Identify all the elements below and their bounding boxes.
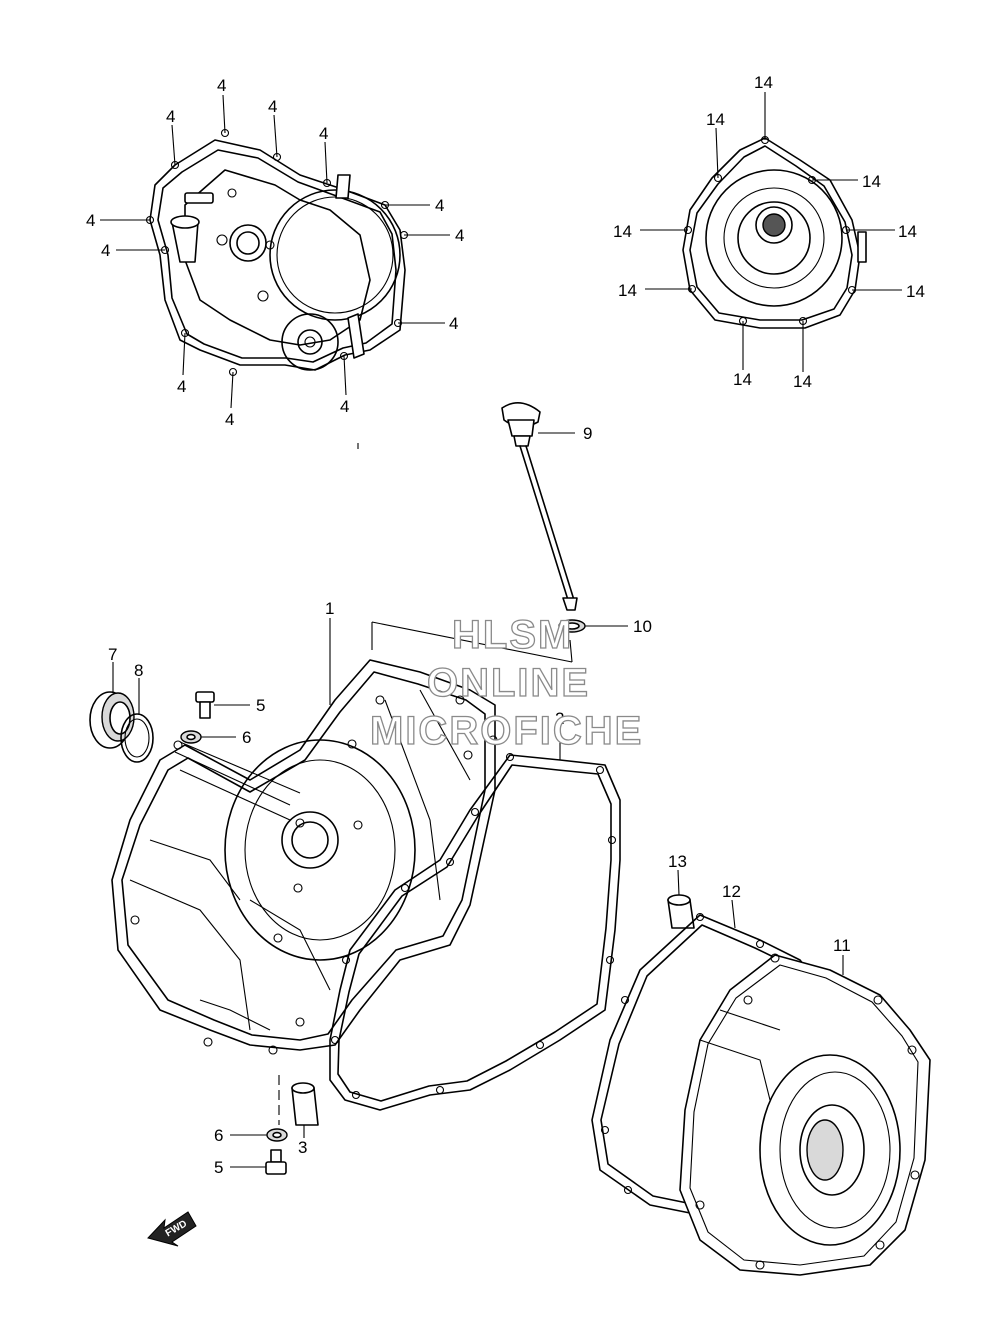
callout-14: 14 xyxy=(706,110,725,129)
generator-cover-gasket xyxy=(682,135,867,329)
callout-14: 14 xyxy=(754,73,773,92)
callout-4: 4 xyxy=(435,196,444,215)
forward-direction-arrow: FWD xyxy=(147,1211,197,1247)
callout-4: 4 xyxy=(449,314,458,333)
callout-numbers: 4 4 4 4 4 4 4 4 4 4 4 4 14 14 14 14 14 1… xyxy=(86,73,925,1177)
callout-14: 14 xyxy=(793,372,812,391)
callout-14: 14 xyxy=(862,172,881,191)
callout-14: 14 xyxy=(618,281,637,300)
callout-12: 12 xyxy=(722,882,741,901)
callout-4: 4 xyxy=(340,397,349,416)
oil-dipstick xyxy=(501,402,578,611)
generator-cover-11 xyxy=(679,953,931,1276)
callout-4: 4 xyxy=(86,211,95,230)
callout-2: 2 xyxy=(555,709,564,728)
callout-6: 6 xyxy=(242,728,251,747)
leader-lines xyxy=(100,92,902,1168)
washer-6-top xyxy=(180,730,202,744)
bolt-5-bottom xyxy=(265,1149,287,1175)
watermark: HLSM ONLINE MICROFICHE xyxy=(369,612,643,753)
watermark-line3: MICROFICHE xyxy=(370,709,643,753)
dowel-pin-3 xyxy=(291,1082,319,1126)
callout-4: 4 xyxy=(166,107,175,126)
callout-4: 4 xyxy=(225,410,234,429)
callout-10: 10 xyxy=(633,617,652,636)
callout-14: 14 xyxy=(733,370,752,389)
callout-7: 7 xyxy=(108,645,117,664)
callout-8: 8 xyxy=(134,661,143,680)
watermark-line2: ONLINE xyxy=(427,661,590,705)
crankcase-cover xyxy=(111,659,498,1055)
callout-14: 14 xyxy=(906,282,925,301)
callout-11: 11 xyxy=(833,936,851,955)
callout-4: 4 xyxy=(101,241,110,260)
callout-4: 4 xyxy=(268,97,277,116)
callout-4: 4 xyxy=(455,226,464,245)
callout-3: 3 xyxy=(298,1138,307,1157)
callout-14: 14 xyxy=(898,222,917,241)
callout-13: 13 xyxy=(668,852,687,871)
dowel-pin-13 xyxy=(667,894,695,929)
clutch-cover-gasket xyxy=(145,128,409,377)
callout-6: 6 xyxy=(214,1126,223,1145)
watermark-line1: HLSM xyxy=(452,613,573,657)
callout-9: 9 xyxy=(583,424,592,443)
callout-5: 5 xyxy=(214,1158,223,1177)
callout-1: 1 xyxy=(325,599,334,618)
bolt-5-top xyxy=(195,691,215,719)
callout-4: 4 xyxy=(319,124,328,143)
callout-4: 4 xyxy=(217,76,226,95)
callout-14: 14 xyxy=(613,222,632,241)
callout-5: 5 xyxy=(256,696,265,715)
washer-6-bottom xyxy=(266,1128,288,1142)
crankcase-gasket xyxy=(329,752,621,1111)
o-ring-8 xyxy=(120,713,154,763)
callout-4: 4 xyxy=(177,377,186,396)
